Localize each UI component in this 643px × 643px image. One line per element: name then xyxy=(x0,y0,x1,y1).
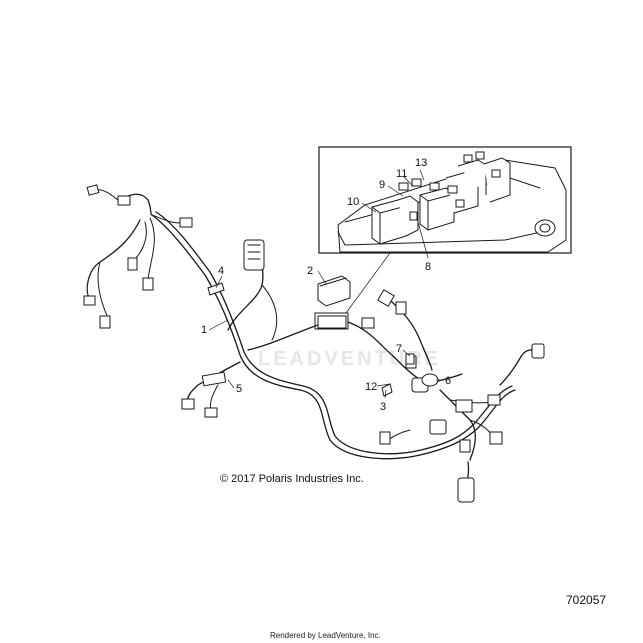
leader-lines xyxy=(208,270,444,399)
callout-8: 8 xyxy=(425,261,431,273)
main-harness xyxy=(83,184,545,503)
detail-inset xyxy=(318,146,572,259)
callout-1: 1 xyxy=(201,324,207,336)
watermark: LEADVENTURE xyxy=(258,348,441,370)
callout-12: 12 xyxy=(365,381,377,393)
callout-2: 2 xyxy=(307,265,313,277)
copyright-notice: © 2017 Polaris Industries Inc. xyxy=(220,473,364,485)
callout-7: 7 xyxy=(396,343,402,355)
callout-labels: 1 2 3 4 5 6 7 8 9 10 11 12 13 xyxy=(201,157,451,413)
callout-9: 9 xyxy=(379,179,385,191)
callout-10: 10 xyxy=(347,196,359,208)
callout-4: 4 xyxy=(218,265,224,277)
callout-3: 3 xyxy=(380,401,386,413)
document-number: 702057 xyxy=(566,593,606,607)
callout-5: 5 xyxy=(236,383,242,395)
callout-13: 13 xyxy=(415,157,427,169)
render-credit: Rendered by LeadVenture, Inc. xyxy=(270,631,381,640)
callout-11: 11 xyxy=(396,168,407,180)
callout-6: 6 xyxy=(445,375,451,387)
fuse-holder xyxy=(317,275,351,307)
large-connector xyxy=(243,239,265,271)
